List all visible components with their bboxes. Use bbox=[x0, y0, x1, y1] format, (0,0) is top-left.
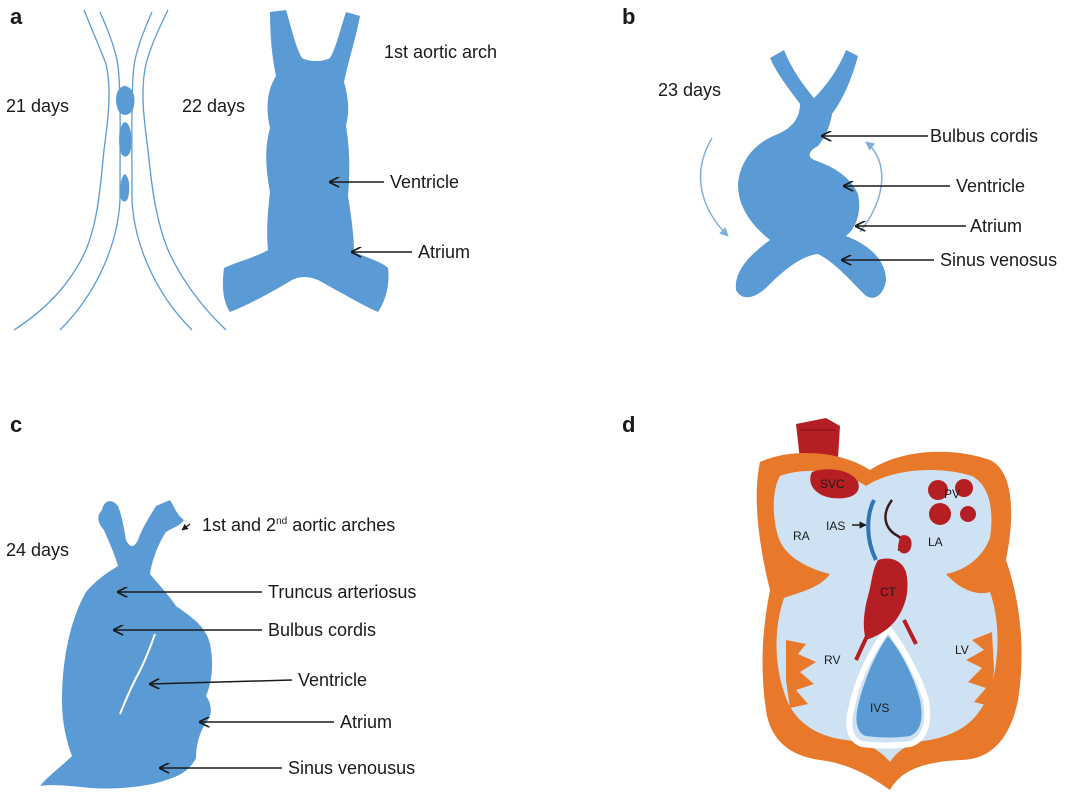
label-ct: CT bbox=[880, 585, 897, 599]
label-svc: SVC bbox=[820, 477, 845, 491]
label-rv: RV bbox=[824, 653, 840, 667]
label-sinus-venosus-b: Sinus venosus bbox=[940, 250, 1057, 270]
label-ra: RA bbox=[793, 529, 810, 543]
tube-blob-21-days-bottom bbox=[120, 174, 129, 201]
heart-tube-21-days-outline bbox=[14, 10, 226, 330]
panel-d-label: d bbox=[622, 412, 635, 437]
panel-a-label: a bbox=[10, 4, 23, 29]
label-24-days: 24 days bbox=[6, 540, 69, 560]
label-1st-aortic-arch: 1st aortic arch bbox=[384, 42, 497, 62]
panel-d: d SVC PV RA IAS LA bbox=[622, 412, 1022, 790]
tube-blob-21-days-mid bbox=[119, 122, 131, 157]
label-ventricle-c: Ventricle bbox=[298, 670, 367, 690]
panel-c-label: c bbox=[10, 412, 22, 437]
label-bulbus-cordis-b: Bulbus cordis bbox=[930, 126, 1038, 146]
rotation-arrow-right bbox=[860, 142, 882, 232]
label-22-days: 22 days bbox=[182, 96, 245, 116]
label-lv: LV bbox=[955, 643, 969, 657]
panel-c: c 24 days 1st and 2nd aortic arches Trun… bbox=[6, 412, 416, 789]
label-ventricle-a: Ventricle bbox=[390, 172, 459, 192]
label-pv: PV bbox=[944, 487, 960, 501]
label-ias: IAS bbox=[826, 519, 845, 533]
label-aortic-arches: 1st and 2nd aortic arches bbox=[202, 515, 395, 535]
label-la: LA bbox=[928, 535, 943, 549]
label-sinus-venousus: Sinus venousus bbox=[288, 758, 415, 778]
label-ventricle-b: Ventricle bbox=[956, 176, 1025, 196]
pulmonary-vein-3 bbox=[929, 503, 951, 525]
label-bulbus-cordis-c: Bulbus cordis bbox=[268, 620, 376, 640]
label-23-days: 23 days bbox=[658, 80, 721, 100]
panel-b: b 23 days Bulbus cordis Ventricle Atrium… bbox=[622, 4, 1057, 298]
panel-b-label: b bbox=[622, 4, 635, 29]
arrow-aortic-arches bbox=[182, 524, 190, 530]
panel-a: a 21 days 22 days 1st aortic arch Ventri… bbox=[6, 4, 497, 330]
label-atrium-a: Atrium bbox=[418, 242, 470, 262]
rotation-arrow-left bbox=[701, 138, 728, 236]
heart-tube-22-days bbox=[223, 10, 389, 312]
pulmonary-vein-4 bbox=[960, 506, 976, 522]
label-truncus-arteriosus: Truncus arteriosus bbox=[268, 582, 416, 602]
label-ivs: IVS bbox=[870, 701, 889, 715]
label-21-days: 21 days bbox=[6, 96, 69, 116]
label-atrium-c: Atrium bbox=[340, 712, 392, 732]
tube-blob-21-days-top bbox=[116, 86, 135, 115]
label-atrium-b: Atrium bbox=[970, 216, 1022, 236]
